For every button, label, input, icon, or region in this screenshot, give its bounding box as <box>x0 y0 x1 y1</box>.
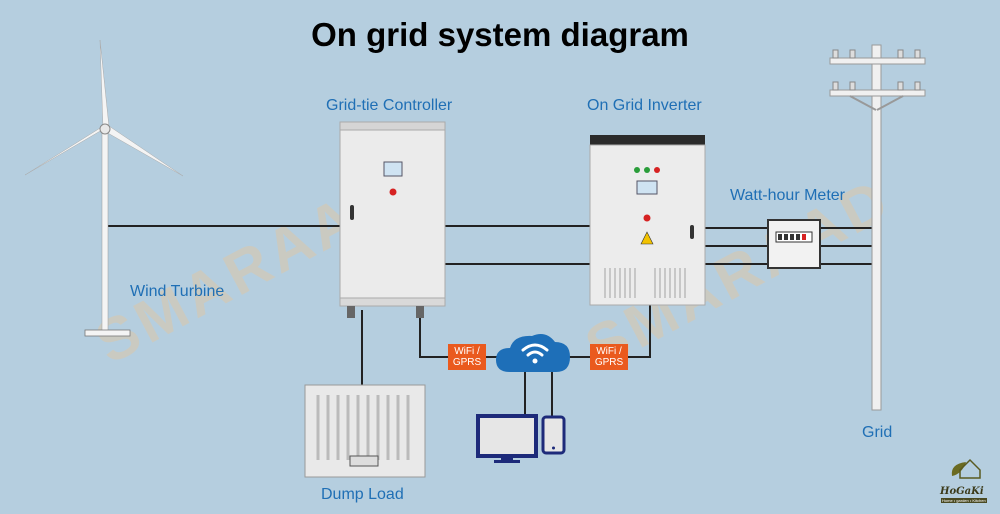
label-grid: Grid <box>862 424 893 441</box>
utility-pole <box>829 44 926 411</box>
label-controller: Grid-tie Controller <box>326 97 453 114</box>
dump-load <box>304 384 426 478</box>
logo-tagline: Home • garden • Kitchen <box>941 498 987 503</box>
label-dump-load: Dump Load <box>321 486 404 503</box>
diagram-title: On grid system diagram <box>311 16 689 53</box>
computer-monitor-icon <box>476 414 538 463</box>
wifi-gprs-badge-right: WiFi / GPRS <box>590 344 628 370</box>
logo-name: HoGaKi <box>940 486 984 497</box>
wind-turbine <box>24 39 184 337</box>
label-inverter: On Grid Inverter <box>587 97 702 114</box>
label-wind-turbine: Wind Turbine <box>130 283 225 300</box>
hogaki-logo <box>951 458 981 479</box>
wifi-gprs-badge-left: WiFi / GPRS <box>448 344 486 370</box>
grid-tie-controller <box>339 121 446 318</box>
cloud-wifi-icon <box>496 334 570 372</box>
watt-hour-meter <box>767 219 821 269</box>
on-grid-inverter <box>589 135 706 306</box>
smartphone-icon <box>541 415 566 455</box>
label-meter: Watt-hour Meter <box>730 187 845 204</box>
